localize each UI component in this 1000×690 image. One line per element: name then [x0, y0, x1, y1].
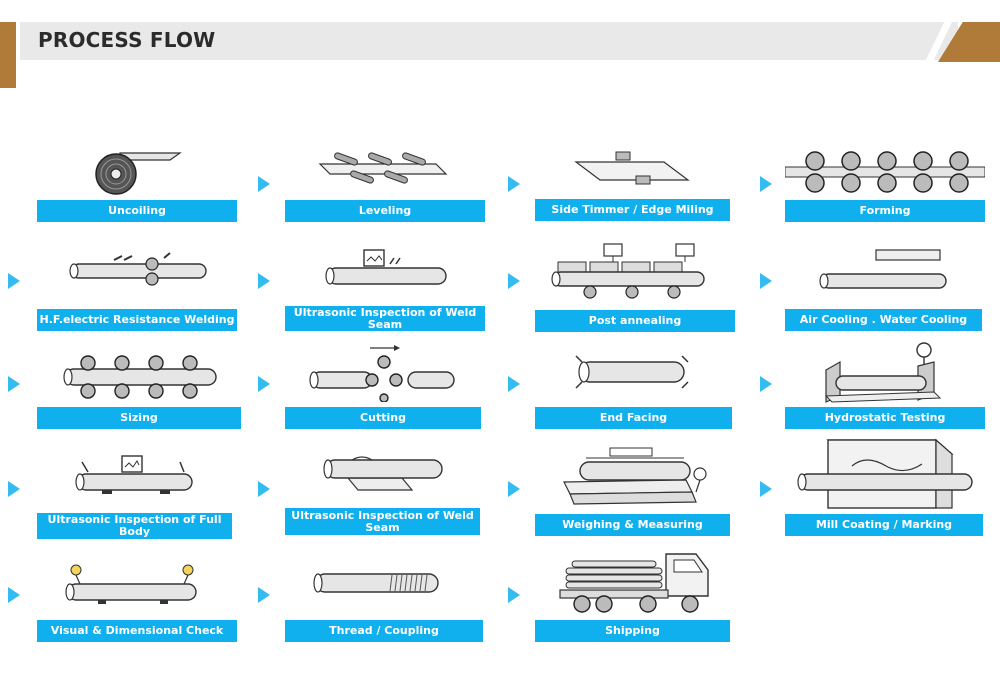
weld-seam-inspection-icon: [322, 452, 446, 494]
leveling-rollers-icon: [318, 152, 448, 186]
step-label-ultrasonic-weld-seam: Ultrasonic Inspection of Weld Seam: [285, 306, 485, 331]
step-label-coating-marking: Mill Coating / Marking: [785, 514, 983, 536]
flow-arrow-icon: [8, 376, 20, 392]
flow-arrow-icon: [760, 481, 772, 497]
flow-arrow-icon: [258, 273, 270, 289]
flow-arrow-icon: [760, 273, 772, 289]
coil-icon: [90, 148, 185, 196]
visual-check-icon: [64, 562, 200, 608]
step-label-end-facing: End Facing: [535, 407, 732, 429]
full-body-inspection-icon: [72, 452, 198, 498]
flow-arrow-icon: [508, 176, 520, 192]
sizing-rollers-icon: [62, 354, 220, 400]
forming-rollers-icon: [785, 150, 985, 194]
edge-milling-icon: [572, 150, 692, 188]
step-label-hf-welding: H.F.electric Resistance Welding: [37, 309, 237, 331]
step-label-cooling: Air Cooling . Water Cooling: [785, 309, 982, 331]
flow-arrow-icon: [760, 176, 772, 192]
flow-arrow-icon: [508, 376, 520, 392]
scale-icon: [560, 446, 710, 508]
ultrasonic-inspection-icon: [322, 248, 450, 290]
step-label-uncoiling: Uncoiling: [37, 200, 237, 222]
step-label-sizing: Sizing: [37, 407, 241, 429]
flow-arrow-icon: [258, 481, 270, 497]
step-label-shipping: Shipping: [535, 620, 730, 642]
step-label-weighing: Weighing & Measuring: [535, 514, 730, 536]
flow-arrow-icon: [8, 273, 20, 289]
truck-icon: [556, 546, 712, 616]
cooling-icon: [818, 248, 950, 292]
step-label-post-annealing: Post annealing: [535, 310, 735, 332]
flow-arrow-icon: [508, 481, 520, 497]
step-label-forming: Forming: [785, 200, 985, 222]
flow-arrow-icon: [258, 176, 270, 192]
flow-arrow-icon: [8, 587, 20, 603]
flow-arrow-icon: [508, 587, 520, 603]
step-label-visual-check: Visual & Dimensional Check: [37, 620, 237, 642]
step-label-leveling: Leveling: [285, 200, 485, 222]
step-label-hydrostatic-testing: Hydrostatic Testing: [785, 407, 985, 429]
step-label-edge-milling: Side Timmer / Edge Miling: [535, 199, 730, 221]
header-accent-left: [0, 22, 16, 88]
flow-arrow-icon: [508, 273, 520, 289]
flow-arrow-icon: [258, 587, 270, 603]
flow-arrow-icon: [8, 481, 20, 497]
annealing-icon: [550, 242, 710, 300]
coating-marking-icon: [796, 436, 976, 512]
end-facing-icon: [572, 352, 692, 390]
cutting-icon: [308, 340, 458, 402]
step-label-ultrasonic-full-body: Ultrasonic Inspection of Full Body: [37, 513, 232, 539]
welding-icon: [64, 252, 210, 288]
hydrostatic-test-icon: [818, 340, 948, 404]
flow-arrow-icon: [760, 376, 772, 392]
step-label-cutting: Cutting: [285, 407, 481, 429]
flow-arrow-icon: [258, 376, 270, 392]
step-label-thread-coupling: Thread / Coupling: [285, 620, 483, 642]
step-label-ultrasonic-weld-seam-2: Ultrasonic Inspection of Weld Seam: [285, 508, 480, 535]
header-bar: [20, 22, 958, 60]
page-title: PROCESS FLOW: [38, 28, 216, 52]
threaded-pipe-icon: [312, 572, 442, 594]
